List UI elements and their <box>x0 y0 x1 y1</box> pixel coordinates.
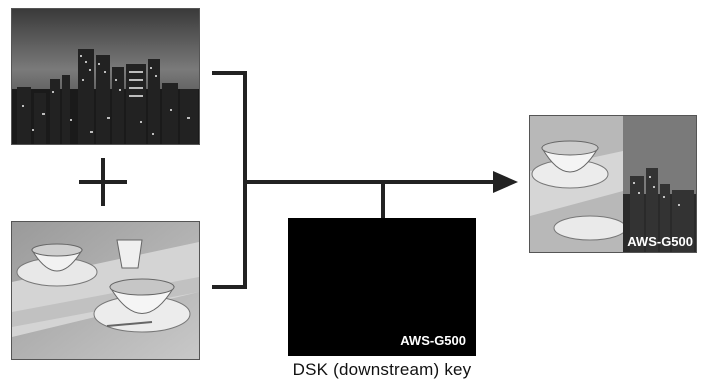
city-night-photo <box>11 8 200 145</box>
dsk-connector-line <box>381 182 385 218</box>
dsk-key-box: AWS-G500 <box>288 218 476 356</box>
arrow-right-icon <box>245 170 520 194</box>
dsk-key-text: AWS-G500 <box>400 333 466 348</box>
teacups-photo <box>11 221 200 360</box>
combine-bracket <box>210 70 250 290</box>
plus-icon <box>77 156 129 208</box>
dsk-caption: DSK (downstream) key <box>292 360 472 379</box>
output-overlay-text: AWS-G500 <box>627 234 693 249</box>
output-composite-photo: AWS-G500 <box>529 115 697 253</box>
